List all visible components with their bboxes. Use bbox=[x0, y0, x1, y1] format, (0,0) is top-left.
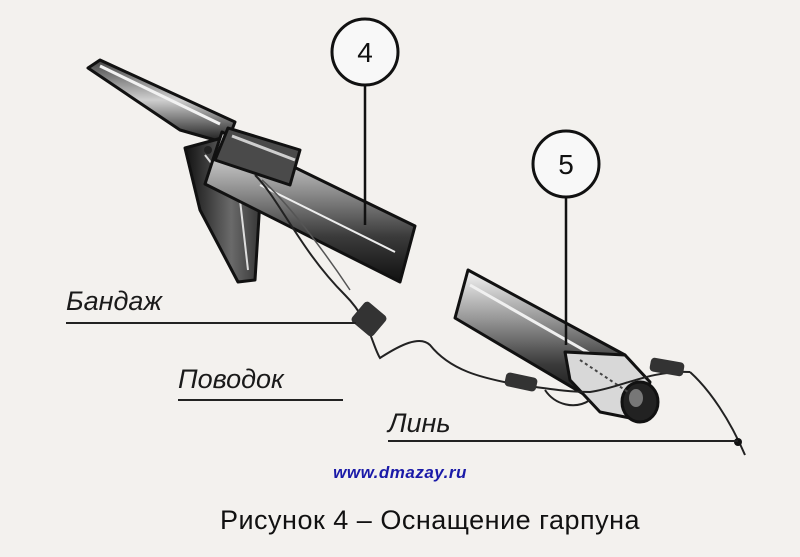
label-leader-underline bbox=[178, 399, 343, 401]
shaft-tail-ring bbox=[563, 350, 660, 424]
figure-caption: Рисунок 4 – Оснащение гарпуна bbox=[219, 505, 641, 535]
label-line-underline bbox=[388, 440, 738, 442]
callout-4-number: 4 bbox=[357, 37, 373, 68]
shaft-front bbox=[203, 126, 417, 284]
leader-cable bbox=[254, 174, 691, 407]
line-rope bbox=[689, 371, 746, 456]
callout-5: 5 bbox=[531, 129, 601, 345]
label-leader: Поводок bbox=[178, 364, 284, 394]
watermark-url: www.dmazay.ru bbox=[333, 463, 467, 482]
label-line: Линь bbox=[388, 408, 451, 438]
label-bandage-underline bbox=[66, 322, 356, 324]
spear-tip bbox=[86, 58, 237, 142]
callout-5-number: 5 bbox=[558, 149, 574, 180]
callout-4: 4 bbox=[330, 17, 400, 225]
label-bandage: Бандаж bbox=[66, 286, 162, 316]
